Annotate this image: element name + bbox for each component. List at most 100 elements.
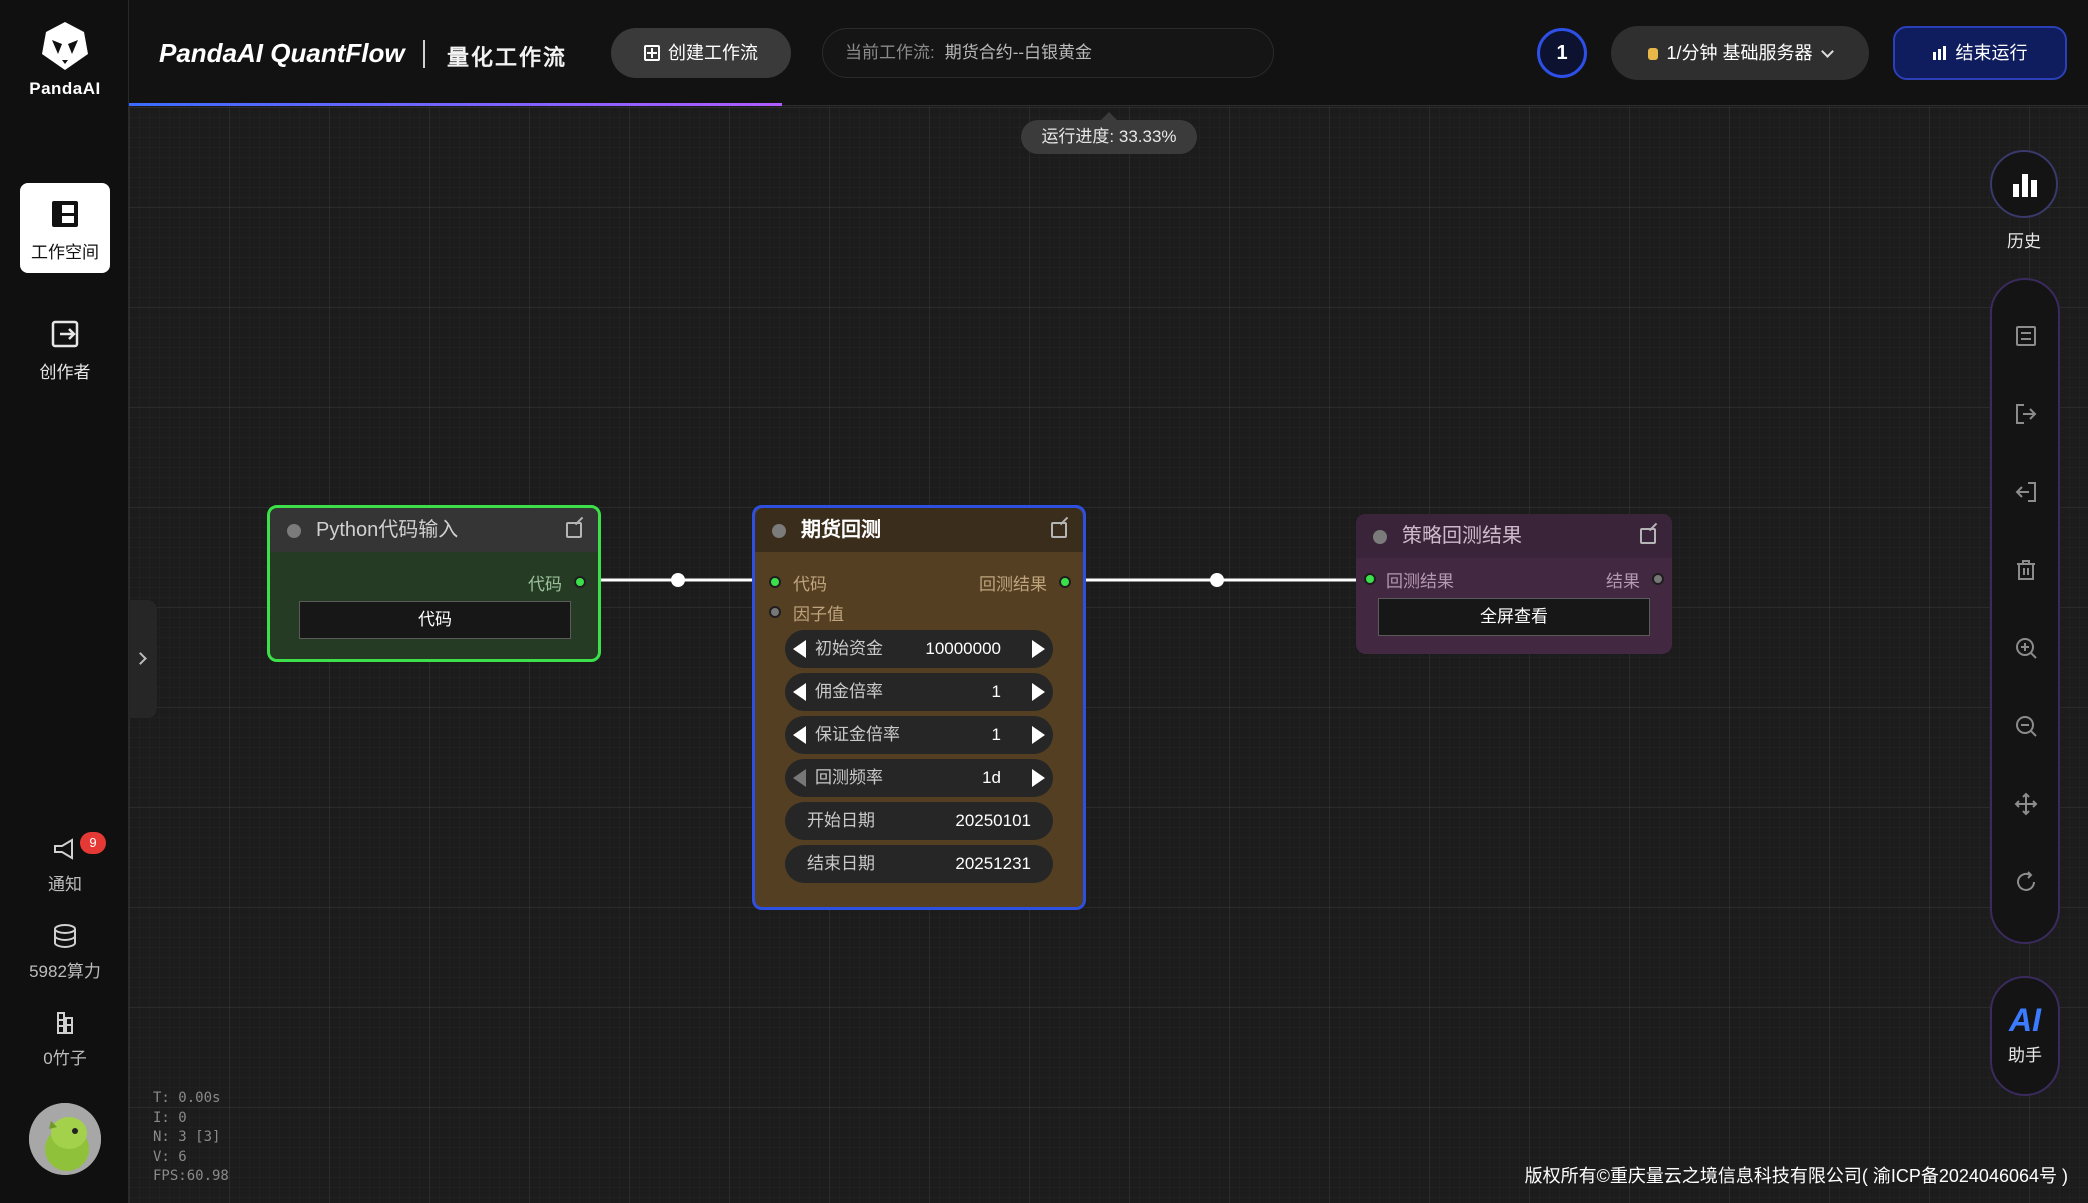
node-title: Python代码输入 <box>316 519 459 541</box>
stat-fps: FPS:60.98 <box>153 1168 229 1184</box>
delete-icon[interactable] <box>2014 558 2038 582</box>
run-timer-indicator[interactable]: 1 <box>1537 28 1587 78</box>
node-strategy-result[interactable]: 策略回测结果 回测结果 结果 全屏查看 <box>1356 514 1672 654</box>
panda-logo-icon <box>42 22 88 70</box>
edit-icon[interactable] <box>566 522 582 538</box>
node-python-input[interactable]: Python代码输入 代码 代码 <box>267 505 601 662</box>
param-commission-multiplier[interactable]: 佣金倍率 1 <box>785 673 1053 711</box>
param-margin-multiplier[interactable]: 保证金倍率 1 <box>785 716 1053 754</box>
edge-midpoint-1 <box>671 573 685 587</box>
port-label-output: 代码 <box>528 575 562 594</box>
plus-square-icon <box>644 45 660 61</box>
param-initial-capital[interactable]: 初始资金 10000000 <box>785 630 1053 668</box>
avatar[interactable] <box>29 1103 101 1175</box>
decrement-arrow-icon[interactable] <box>793 726 806 744</box>
param-end-date[interactable]: 结束日期 20251231 <box>785 845 1053 883</box>
increment-arrow-icon[interactable] <box>1032 683 1045 701</box>
stat-i: I: 0 <box>153 1109 187 1126</box>
bamboo-icon <box>57 1012 73 1034</box>
stat-time: T: 0.00s <box>153 1090 221 1106</box>
port-input-factor[interactable] <box>769 606 781 618</box>
code-button[interactable]: 代码 <box>299 601 571 639</box>
sidebar-item-label: 工作空间 <box>31 243 99 262</box>
move-icon[interactable] <box>2014 792 2038 816</box>
port-label-input-code: 代码 <box>793 575 827 594</box>
port-output-result[interactable] <box>1652 573 1664 585</box>
sidebar-item-label: 创作者 <box>39 363 91 382</box>
param-value[interactable]: 1 <box>991 682 1001 701</box>
left-sidebar: PandaAI 工作空间 创作者 9 通知 <box>0 0 129 1203</box>
param-backtest-frequency[interactable]: 回测频率 1d <box>785 759 1053 797</box>
sidebar-item-creator[interactable]: 创作者 <box>20 303 110 393</box>
stop-run-button[interactable]: 结束运行 <box>1893 26 2067 80</box>
param-start-date[interactable]: 开始日期 20250101 <box>785 802 1053 840</box>
increment-arrow-icon[interactable] <box>1032 726 1045 744</box>
sidebar-item-notify[interactable]: 9 通知 <box>10 832 120 895</box>
edit-icon[interactable] <box>1051 522 1067 538</box>
ai-logo-text: AI <box>2009 1002 2041 1038</box>
stat-nodes: N: 3 [3] <box>153 1129 221 1145</box>
export-icon[interactable] <box>2014 402 2038 426</box>
node-title-bar[interactable]: Python代码输入 <box>270 508 598 552</box>
run-progress-bar <box>129 103 782 106</box>
fullscreen-view-button[interactable]: 全屏查看 <box>1378 598 1650 636</box>
status-dot <box>1373 530 1387 544</box>
param-value[interactable]: 20250101 <box>955 811 1031 830</box>
stop-run-label: 结束运行 <box>1955 43 2028 63</box>
param-value[interactable]: 20251231 <box>955 854 1031 873</box>
zoom-in-icon[interactable] <box>2014 636 2038 660</box>
port-input-result[interactable] <box>1364 573 1376 585</box>
sidebar-item-workspace[interactable]: 工作空间 <box>20 183 110 273</box>
creator-icon <box>51 320 79 348</box>
edit-icon[interactable] <box>1640 528 1656 544</box>
port-label-output: 结果 <box>1606 572 1640 591</box>
ai-assistant-label: 助手 <box>2008 1046 2042 1065</box>
create-workflow-label: 创建工作流 <box>668 43 758 63</box>
sidebar-item-compute[interactable]: 5982算力 <box>10 923 120 982</box>
param-value[interactable]: 1 <box>991 725 1001 744</box>
port-input-code[interactable] <box>769 576 781 588</box>
param-key: 开始日期 <box>807 811 875 830</box>
bar-chart-icon <box>2013 174 2037 197</box>
canvas-stats: T: 0.00s I: 0 N: 3 [3] V: 6 FPS:60.98 <box>153 1089 229 1187</box>
coin-icon <box>1648 48 1659 60</box>
create-workflow-button[interactable]: 创建工作流 <box>611 28 791 78</box>
port-output-result[interactable] <box>1059 576 1071 588</box>
workflow-canvas[interactable] <box>129 107 2088 1203</box>
port-label-input-factor: 因子值 <box>793 605 844 624</box>
param-key: 初始资金 <box>815 639 883 658</box>
import-icon[interactable] <box>2014 480 2038 504</box>
chevron-down-icon <box>1820 45 1834 58</box>
increment-arrow-icon[interactable] <box>1032 640 1045 658</box>
status-dot <box>772 524 786 538</box>
sidebar-item-bamboo[interactable]: 0竹子 <box>10 1010 120 1069</box>
sidebar-expand-handle[interactable] <box>129 600 157 718</box>
save-icon[interactable] <box>2014 324 2038 348</box>
zoom-out-icon[interactable] <box>2014 714 2038 738</box>
current-workflow-value: 期货合约--白银黄金 <box>944 43 1093 62</box>
node-title: 期货回测 <box>801 519 881 541</box>
param-value[interactable]: 1d <box>982 768 1001 787</box>
decrement-arrow-icon[interactable] <box>793 683 806 701</box>
logo: PandaAI <box>20 20 110 99</box>
brand-subtitle: 量化工作流 <box>447 45 568 70</box>
ai-assistant-button[interactable]: AI 助手 <box>1990 976 2060 1096</box>
server-select-dropdown[interactable]: 1/分钟 基础服务器 <box>1611 26 1869 80</box>
decrement-arrow-icon[interactable] <box>793 769 806 787</box>
node-title-bar[interactable]: 策略回测结果 <box>1356 514 1672 558</box>
increment-arrow-icon[interactable] <box>1032 769 1045 787</box>
stat-v: V: 6 <box>153 1148 187 1165</box>
node-title-bar[interactable]: 期货回测 <box>755 508 1083 552</box>
server-select-label: 1/分钟 基础服务器 <box>1666 43 1813 63</box>
param-key: 保证金倍率 <box>815 725 900 744</box>
history-button[interactable] <box>1990 150 2058 218</box>
node-title: 策略回测结果 <box>1402 525 1522 547</box>
decrement-arrow-icon[interactable] <box>793 640 806 658</box>
param-value[interactable]: 10000000 <box>925 639 1001 658</box>
refresh-icon[interactable] <box>2014 870 2038 894</box>
sidebar-item-label: 通知 <box>48 875 82 894</box>
node-futures-backtest[interactable]: 期货回测 代码 回测结果 因子值 初始资金 10000000 佣金倍率 1 保证… <box>752 505 1086 910</box>
port-output-code[interactable] <box>574 576 586 588</box>
megaphone-icon <box>54 838 73 860</box>
